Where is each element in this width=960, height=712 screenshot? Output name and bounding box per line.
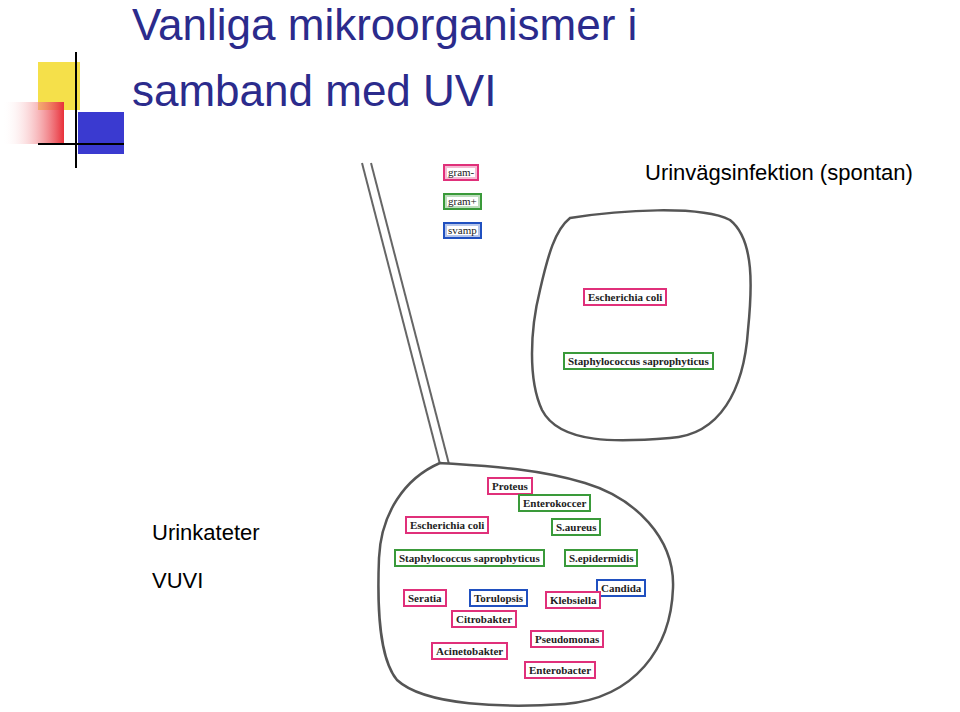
bladder-wall [532, 210, 751, 440]
organism-label: Candida [596, 579, 646, 597]
organism-name: Enterobacter [529, 664, 591, 676]
organism-name: Citrobakter [456, 613, 512, 625]
organism-name: Staphylococcus saprophyticus [399, 552, 540, 564]
organism-label: S.epidermidis [564, 549, 638, 567]
organism-label: Citrobakter [451, 610, 517, 628]
organism-name: Escherichia coli [410, 519, 484, 531]
organism-label: Seratia [403, 589, 447, 607]
organism-label: Staphylococcus saprophyticus [394, 549, 545, 567]
organism-name: Acinetobakter [436, 645, 503, 657]
organism-name: Seratia [408, 592, 442, 604]
organism-label: Escherichia coli [583, 288, 667, 306]
organism-label: Enterobacter [524, 661, 596, 679]
organism-name: S.aureus [556, 521, 596, 533]
region-heading: VUVI [152, 568, 203, 594]
legend: gram-gram+ svamp [443, 164, 482, 251]
deco-line [38, 143, 124, 145]
organism-label: Klebsiella [545, 591, 601, 609]
region-heading: Urinvägsinfektion (spontan) [645, 160, 913, 186]
legend-text: gram+ [448, 195, 477, 207]
catheter-wall [371, 163, 450, 468]
organism-name: Pseudomonas [535, 633, 599, 645]
organism-name: Klebsiella [550, 594, 596, 606]
catheter-wall [362, 163, 441, 468]
legend-text: gram- [448, 166, 474, 178]
organism-label: Acinetobakter [431, 642, 508, 660]
legend-swatch: gram- [443, 164, 479, 181]
bladder-outline: UrinkateterVUVIProteusEnterokoccerEscher… [375, 458, 675, 708]
bladder-outline: Urinvägsinfektion (spontan)Escherichia c… [530, 210, 755, 445]
organism-label: Proteus [487, 477, 533, 495]
organism-label: Pseudomonas [530, 630, 604, 648]
organism-name: S.epidermidis [569, 552, 633, 564]
bladder-wall [378, 463, 673, 706]
legend-text: svamp [448, 224, 477, 236]
slide-title: Vanliga mikroorganismer i samband med UV… [132, 0, 772, 124]
blue-square [78, 112, 124, 154]
deco-line [75, 52, 77, 168]
organism-label: Escherichia coli [405, 516, 489, 534]
organism-name: Torulopsis [474, 592, 523, 604]
legend-swatch: svamp [443, 222, 482, 239]
red-bar [2, 102, 64, 144]
organism-name: Candida [601, 582, 641, 594]
organism-label: Torulopsis [469, 589, 528, 607]
organism-name: Enterokoccer [523, 497, 586, 509]
organism-name: Staphylococcus saprophyticus [568, 355, 709, 367]
region-heading: Urinkateter [152, 520, 260, 546]
bladder-shape [530, 210, 755, 445]
organism-name: Proteus [492, 480, 528, 492]
legend-swatch: gram+ [443, 193, 482, 210]
organism-label: S.aureus [551, 518, 601, 536]
organism-name: Escherichia coli [588, 291, 662, 303]
organism-label: Staphylococcus saprophyticus [563, 352, 714, 370]
organism-label: Enterokoccer [518, 494, 591, 512]
